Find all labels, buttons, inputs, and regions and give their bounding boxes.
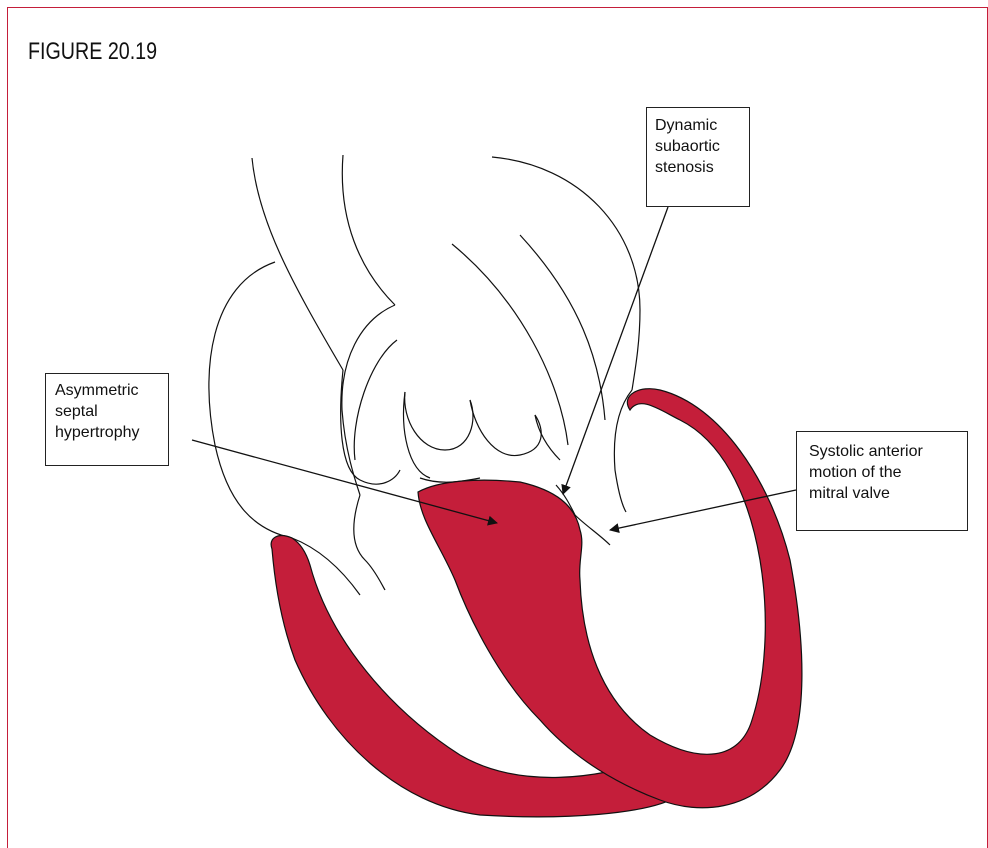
pa-inner-line [520,235,605,420]
label-line: Dynamic [655,115,749,136]
ra-septal-line [354,340,397,460]
label-dynamic-subaortic-stenosis: Dynamic subaortic stenosis [646,107,750,207]
label-line: hypertrophy [55,422,168,443]
aorta-inner-wall [342,155,395,305]
label-systolic-anterior-motion: Systolic anterior motion of the mitral v… [796,431,968,531]
atrial-septum-line [342,305,395,495]
aortic-cusp-2 [470,400,541,456]
stenosis-arrow [563,207,668,494]
label-line: stenosis [655,157,749,178]
label-line: Asymmetric [55,380,168,401]
vessel-outlines [209,155,640,538]
label-line: motion of the [809,462,967,483]
aortic-root-line [452,244,568,445]
label-line: subaortic [655,136,749,157]
septal-leaflet [341,370,400,484]
left-atrium-outline [209,262,292,538]
pulmonary-artery-wall [492,157,640,390]
aortic-cusp-1 [405,392,473,450]
label-line: Systolic anterior [809,441,967,462]
myocardium [271,389,802,817]
leaflet-lower-left [354,495,385,590]
label-line: septal [55,401,168,422]
aorta-left-wall [252,158,343,370]
interventricular-septum [418,389,802,808]
label-line: mitral valve [809,483,967,504]
label-asymmetric-septal-hypertrophy: Asymmetric septal hypertrophy [45,373,169,466]
